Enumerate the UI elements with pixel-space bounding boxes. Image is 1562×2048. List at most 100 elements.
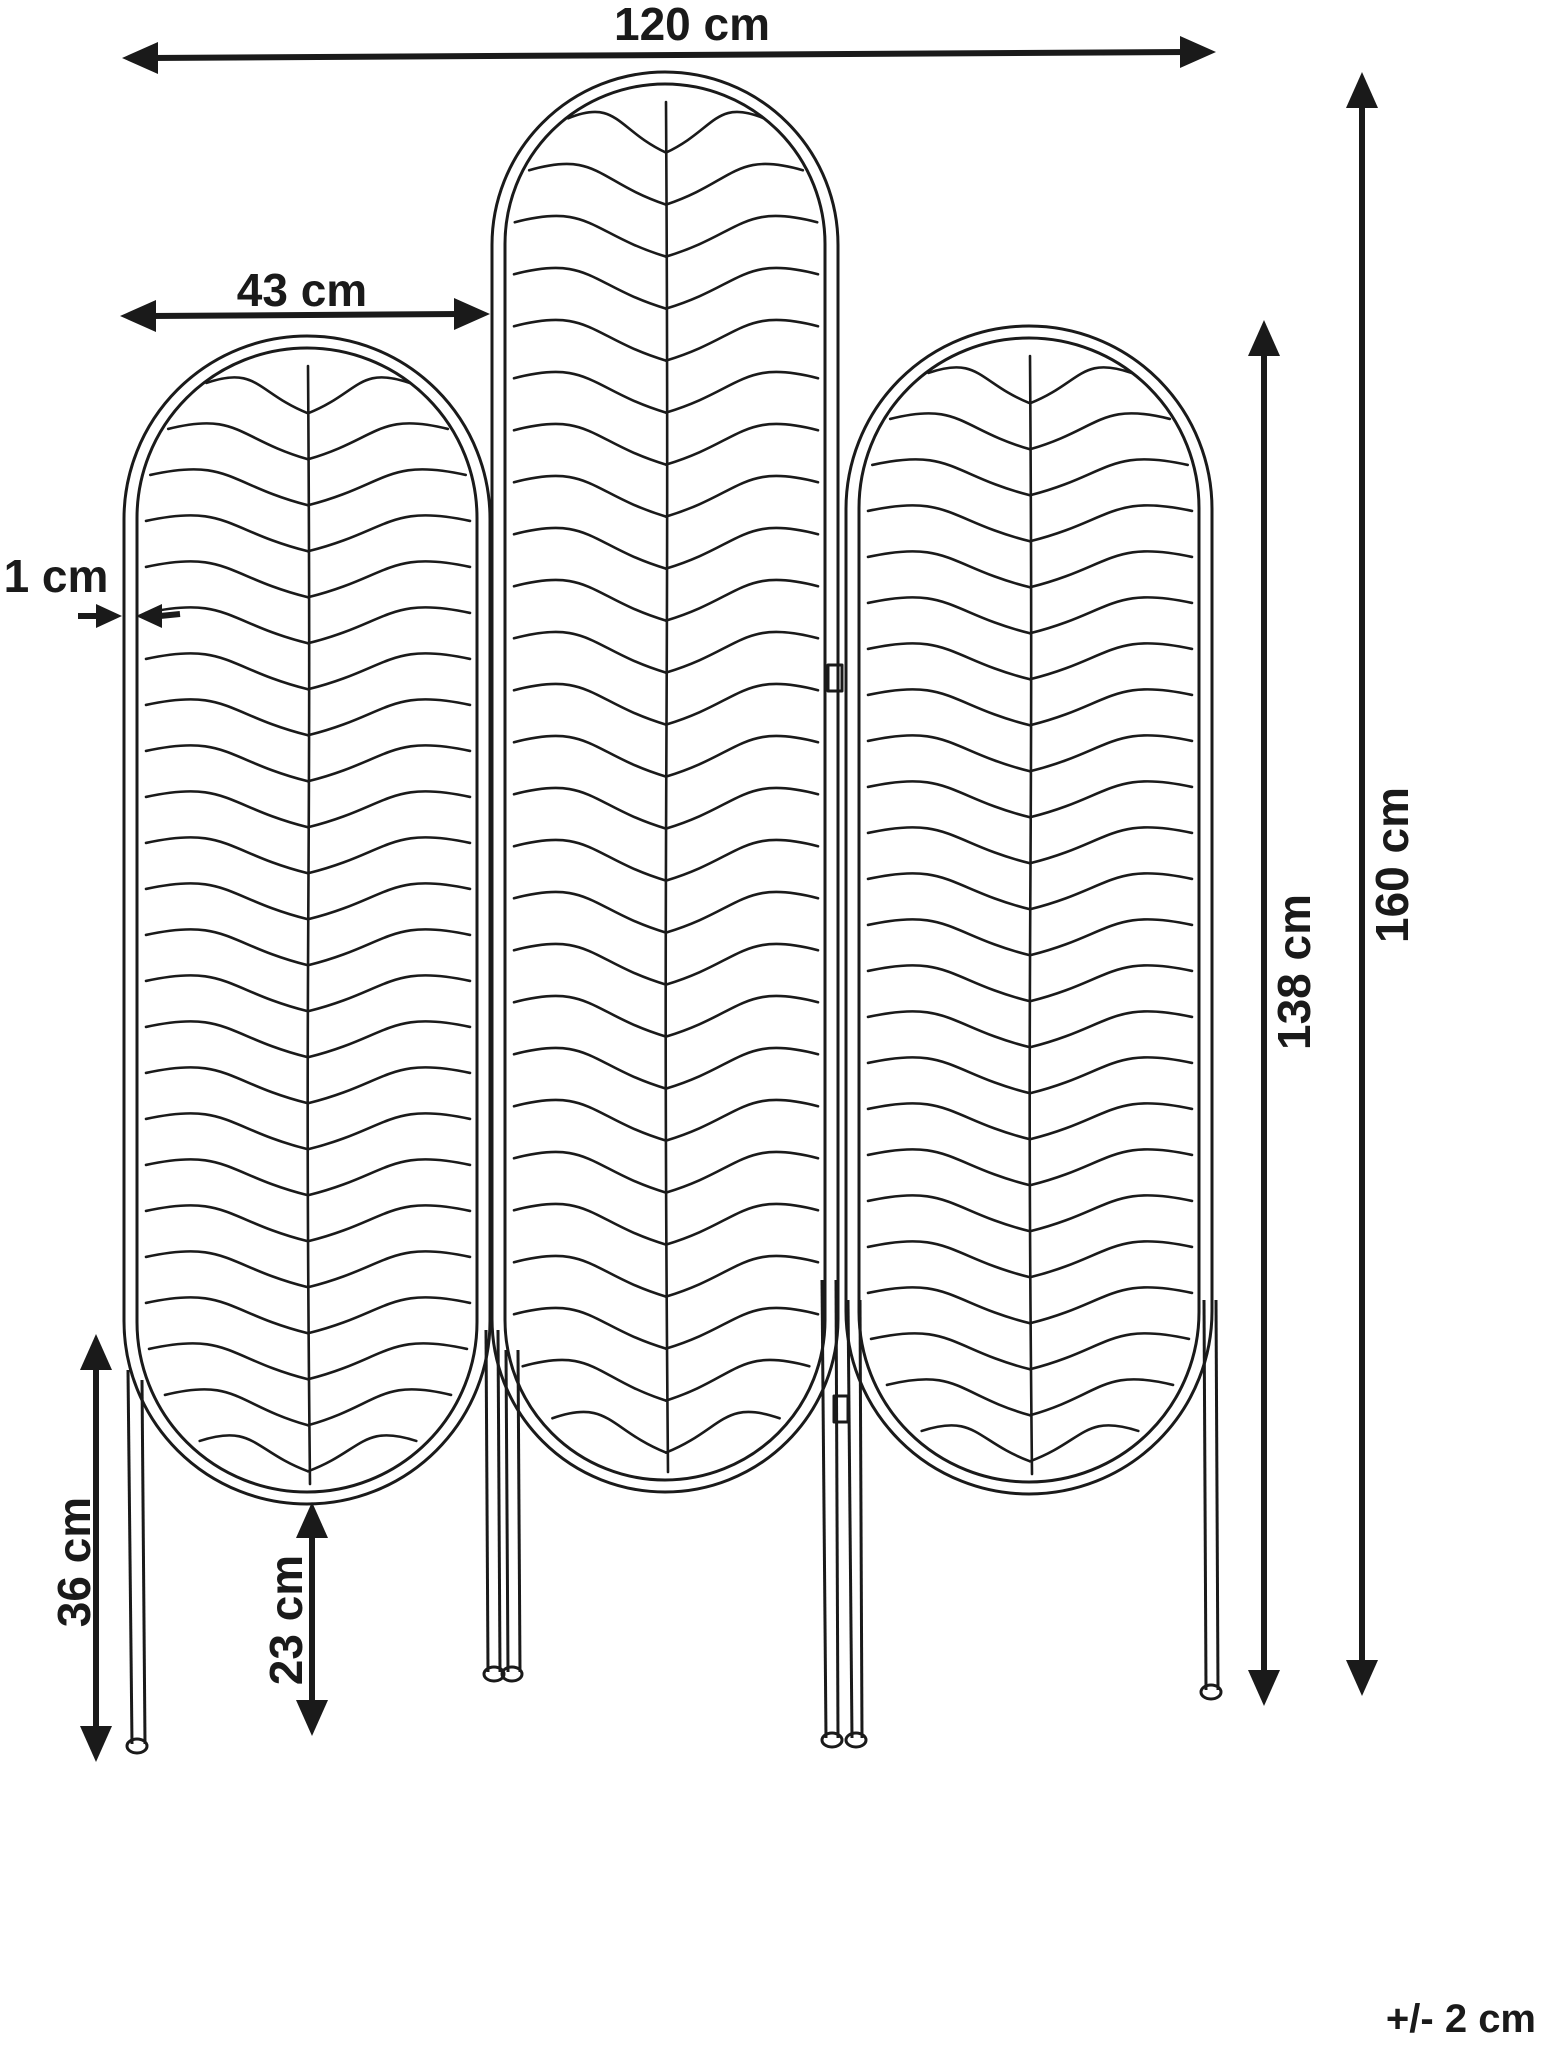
leaf-vein-left bbox=[927, 366, 1032, 405]
leaf-vein-right bbox=[306, 606, 472, 645]
leaf-vein-left bbox=[166, 422, 310, 461]
outer-leg-arrow-bottom bbox=[80, 1726, 112, 1762]
leaf-vein-left bbox=[866, 1240, 1032, 1279]
leaf-vein-left bbox=[512, 1098, 668, 1142]
leaf-vein-right bbox=[664, 318, 820, 362]
leaf-vein-left bbox=[866, 826, 1032, 865]
leaf-vein-right bbox=[1028, 734, 1194, 773]
leaf-vein-right bbox=[306, 1066, 472, 1105]
leaf-vein-left bbox=[866, 504, 1032, 543]
leaf-vein-left bbox=[512, 526, 668, 570]
right-panel-leg-b bbox=[858, 1299, 864, 1739]
total-height-arrow-bottom bbox=[1346, 1660, 1378, 1696]
leaf-vein-left bbox=[205, 376, 310, 415]
tolerance-label: +/- 2 cm bbox=[1386, 1997, 1536, 2041]
leaf-vein-right bbox=[306, 1204, 472, 1243]
leaf-vein-right bbox=[664, 1098, 820, 1142]
leaf-vein-right bbox=[664, 214, 819, 258]
leaf-vein-left bbox=[144, 514, 310, 553]
leaf-vein-right bbox=[664, 1410, 781, 1454]
leaf-vein-left bbox=[866, 550, 1032, 589]
left-panel-inner-frame bbox=[135, 346, 479, 1494]
leaf-vein-right bbox=[1028, 642, 1194, 681]
right-panel-inner-frame bbox=[857, 336, 1201, 1484]
center-panel-foot-right bbox=[820, 1731, 844, 1749]
total-width-arrow-left bbox=[122, 42, 158, 74]
leaf-vein-right bbox=[306, 698, 472, 737]
leaf-vein-left bbox=[866, 1102, 1032, 1141]
leaf-vein-right bbox=[664, 630, 820, 674]
dimension-lines: 120 cm 43 cm 1 cm 160 cm 138 cm 36 cm 23… bbox=[4, 0, 1418, 1762]
leaf-vein-right bbox=[1028, 1240, 1194, 1279]
leaf-vein-left bbox=[512, 890, 668, 934]
leaf-vein-left bbox=[149, 468, 310, 507]
leaf-vein-right bbox=[664, 370, 820, 414]
right-panel bbox=[844, 324, 1223, 1749]
leaf-vein-right bbox=[1028, 1378, 1175, 1417]
leaf-vein-right bbox=[664, 734, 820, 778]
leaf-vein-right bbox=[1028, 918, 1194, 957]
leaf-midrib bbox=[306, 364, 312, 1486]
thickness-arrow-left bbox=[96, 604, 122, 628]
leaf-vein-right bbox=[1028, 458, 1189, 497]
leaf-vein-right bbox=[1028, 412, 1172, 451]
leaf-vein-left bbox=[866, 780, 1032, 819]
divider-panels bbox=[122, 70, 1223, 1755]
leaf-vein-right bbox=[664, 1046, 820, 1090]
leaf-vein-right bbox=[306, 1020, 472, 1059]
inner-leg-height-label: 23 cm bbox=[260, 1555, 312, 1685]
leaf-vein-right bbox=[306, 790, 472, 829]
center-panel bbox=[490, 70, 850, 1749]
leaf-vein-right bbox=[306, 1296, 472, 1335]
leaf-vein-left bbox=[512, 1202, 668, 1246]
leaf-vein-left bbox=[144, 560, 310, 599]
leaf-vein-left bbox=[866, 1056, 1032, 1095]
leaf-vein-left bbox=[144, 836, 310, 875]
right-panel-leg-d bbox=[1214, 1299, 1220, 1691]
total-width-label: 120 cm bbox=[614, 0, 770, 50]
center-panel-leg-d bbox=[834, 1279, 840, 1739]
leaf-vein-right bbox=[1028, 1332, 1191, 1371]
total-width-arrow-right bbox=[1180, 36, 1216, 68]
leaf-vein-right bbox=[1028, 596, 1194, 635]
left-panel-outer-frame bbox=[122, 334, 492, 1506]
panel-width-arrow-right bbox=[454, 298, 490, 330]
leaf-vein-right bbox=[306, 836, 472, 875]
leaf-vein-left bbox=[163, 1388, 310, 1427]
leaf-vein-right bbox=[1028, 1056, 1194, 1095]
outer-leg-arrow-top bbox=[80, 1334, 112, 1370]
panel-width-label: 43 cm bbox=[237, 264, 367, 316]
center-panel-inner-frame bbox=[503, 82, 827, 1482]
leaf-vein-right bbox=[1028, 1010, 1194, 1049]
leaf-vein-left bbox=[512, 734, 668, 778]
leaf-vein-left bbox=[551, 1410, 668, 1454]
leaf-vein-left bbox=[512, 370, 668, 414]
leaf-vein-right bbox=[664, 1306, 820, 1350]
leaf-vein-left bbox=[144, 1296, 310, 1335]
leaf-vein-right bbox=[1028, 504, 1194, 543]
leaf-vein-left bbox=[144, 1112, 310, 1151]
leaf-vein-left bbox=[144, 928, 310, 967]
leaf-vein-left bbox=[869, 1332, 1032, 1371]
leaf-vein-right bbox=[306, 1388, 453, 1427]
leaf-midrib bbox=[1028, 354, 1034, 1476]
leaf-vein-left bbox=[866, 1286, 1032, 1325]
left-panel-foot bbox=[125, 1737, 149, 1755]
hinge-upper bbox=[826, 663, 844, 693]
leaf-vein-left bbox=[512, 578, 668, 622]
leaf-vein-left bbox=[198, 1434, 310, 1473]
left-panel-leg-inner-b bbox=[496, 1329, 502, 1673]
leaf-vein-left bbox=[144, 882, 310, 921]
leaf-vein-left bbox=[144, 1158, 310, 1197]
leaf-vein-right bbox=[1028, 366, 1133, 405]
leaf-vein-right bbox=[306, 560, 472, 599]
leaf-vein-left bbox=[566, 110, 668, 154]
leaf-vein-left bbox=[920, 1424, 1032, 1463]
leaf-vein-right bbox=[664, 994, 820, 1038]
left-panel-leaf-veins bbox=[144, 364, 472, 1486]
leaf-vein-left bbox=[512, 838, 668, 882]
leaf-vein-left bbox=[866, 1194, 1032, 1233]
left-panel-leg-outer-a bbox=[126, 1369, 134, 1745]
leaf-vein-right bbox=[1028, 688, 1194, 727]
leaf-vein-right bbox=[664, 1254, 820, 1298]
